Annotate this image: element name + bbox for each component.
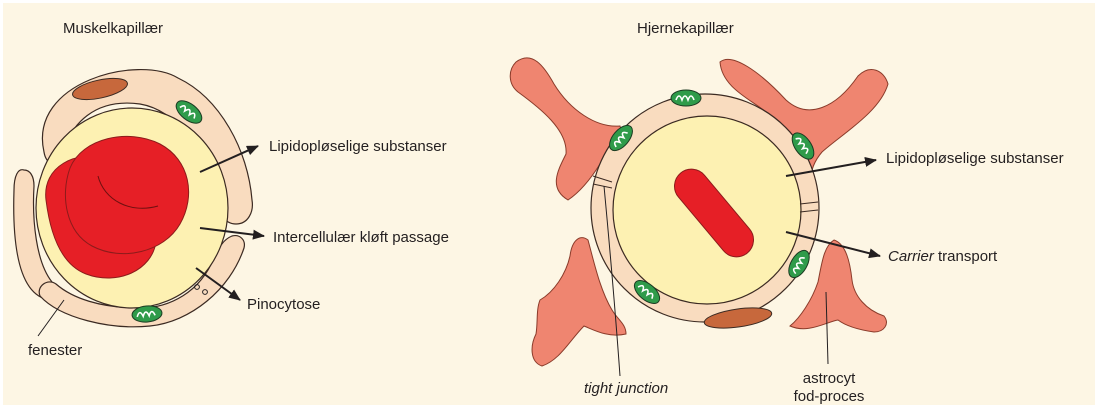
muscle-red-blood-cell-front (65, 136, 188, 253)
muscle-label-intercellular: Intercellulær kløft passage (273, 229, 449, 247)
carrier-italic-text: Carrier (888, 248, 934, 265)
astrocyte-label-line-1: astrocyt (784, 370, 874, 388)
brain-title: Hjernekapillær (637, 20, 734, 38)
carrier-rest-text: transport (934, 248, 997, 265)
muscle-label-pinocytosis: Pinocytose (247, 296, 320, 314)
astrocyte-label-line-2: fod-proces (784, 388, 874, 406)
muscle-label-fenester: fenester (28, 342, 82, 360)
muscle-label-lipid: Lipidopløselige substanser (269, 138, 447, 156)
muscle-title: Muskelkapillær (63, 20, 163, 38)
brain-label-carrier: Carrier transport (888, 248, 997, 266)
brain-label-tight-junction: tight junction (584, 380, 668, 398)
brain-mitochondrion (671, 90, 701, 106)
brain-label-astrocyte: astrocyt fod-proces (784, 370, 874, 406)
brain-label-lipid: Lipidopløselige substanser (886, 150, 1064, 168)
